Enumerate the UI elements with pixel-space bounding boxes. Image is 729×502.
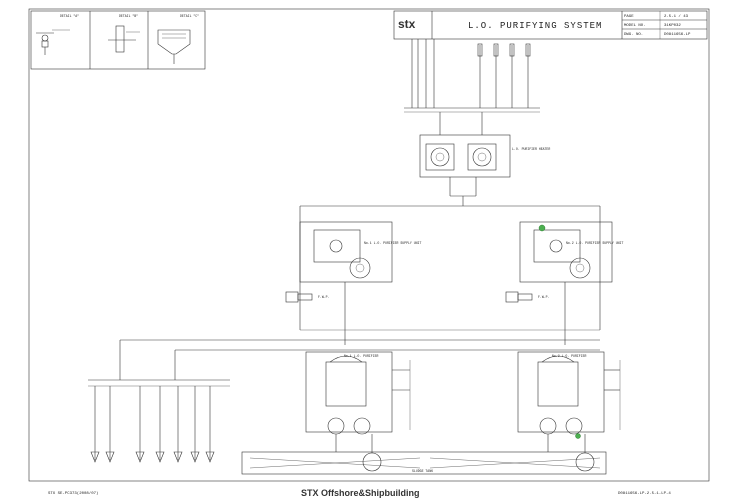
footer-brand: STX Offshore&Shipbuilding xyxy=(301,488,420,498)
model-value: 31KP032 xyxy=(664,24,681,28)
detail-c-symbol xyxy=(157,29,191,64)
detail-c-label: DETAIL "C" xyxy=(180,14,199,18)
purifier-2-label: No.2 L.O. PURIFIER xyxy=(552,354,587,358)
pump-1-label: F.W.P. xyxy=(318,295,330,299)
purifier-2: No.2 L.O. PURIFIER xyxy=(517,351,621,439)
page-value: 2.5-1 / 43 xyxy=(664,14,689,19)
drawing-title: L.O. PURIFYING SYSTEM xyxy=(468,21,602,31)
detail-a-symbol xyxy=(36,29,70,55)
detail-a-label: DETAIL "A" xyxy=(60,14,79,18)
sludge-tank: SLUDGE TANK xyxy=(241,434,607,475)
pump-1: F.W.P. xyxy=(285,291,330,303)
heater-unit: L.O. PURIFIER HEATER xyxy=(419,112,550,206)
dwg-value: D0811656-LP xyxy=(664,33,691,37)
footer-left-code: STX SE-PC373(2008/07) xyxy=(48,491,98,496)
detail-b-symbol xyxy=(108,25,140,53)
footer-right-code: D0811656-LP-2.5-1-LP-4 xyxy=(618,492,671,496)
heater-left xyxy=(425,143,455,171)
supply-unit-2: No.2 L.O. PURIFIER SUPPLY UNIT xyxy=(519,221,623,283)
purifier-1-label: No.1 L.O. PURIFIER xyxy=(344,354,379,358)
sludge-tank-label: SLUDGE TANK xyxy=(412,469,433,473)
purifier-1: No.1 L.O. PURIFIER xyxy=(305,351,411,435)
heater-right xyxy=(467,143,497,171)
heater-label: L.O. PURIFIER HEATER xyxy=(512,147,550,151)
detail-frame xyxy=(30,10,206,70)
title-frame xyxy=(393,10,708,40)
upper-feed-lines xyxy=(404,39,540,113)
distribution-lines xyxy=(88,282,601,387)
company-logo: stx xyxy=(398,17,416,31)
pump-2-label: F.W.P. xyxy=(538,295,550,299)
supply-unit-1: No.1 L.O. PURIFIER SUPPLY UNIT xyxy=(299,221,421,283)
detail-b-label: DETAIL "B" xyxy=(119,14,138,18)
page-label: PAGE xyxy=(624,15,634,19)
title-block: stx L.O. PURIFYING SYSTEM PAGE 2.5-1 / 4… xyxy=(393,10,708,40)
model-label: MODEL NO. xyxy=(624,24,646,28)
drain-legs xyxy=(90,386,215,463)
footer: STX SE-PC373(2008/07) STX Offshore&Shipb… xyxy=(48,488,671,498)
supply-unit-1-label: No.1 L.O. PURIFIER SUPPLY UNIT xyxy=(364,241,421,245)
pump-2: F.W.P. xyxy=(505,291,550,303)
supply-unit-2-label: No.2 L.O. PURIFIER SUPPLY UNIT xyxy=(566,241,623,245)
detail-panel: DETAIL "A" DETAIL "B" DETAIL "C" xyxy=(30,10,206,70)
dwg-label: DWG. NO. xyxy=(624,33,643,37)
sheet-border xyxy=(28,8,710,482)
